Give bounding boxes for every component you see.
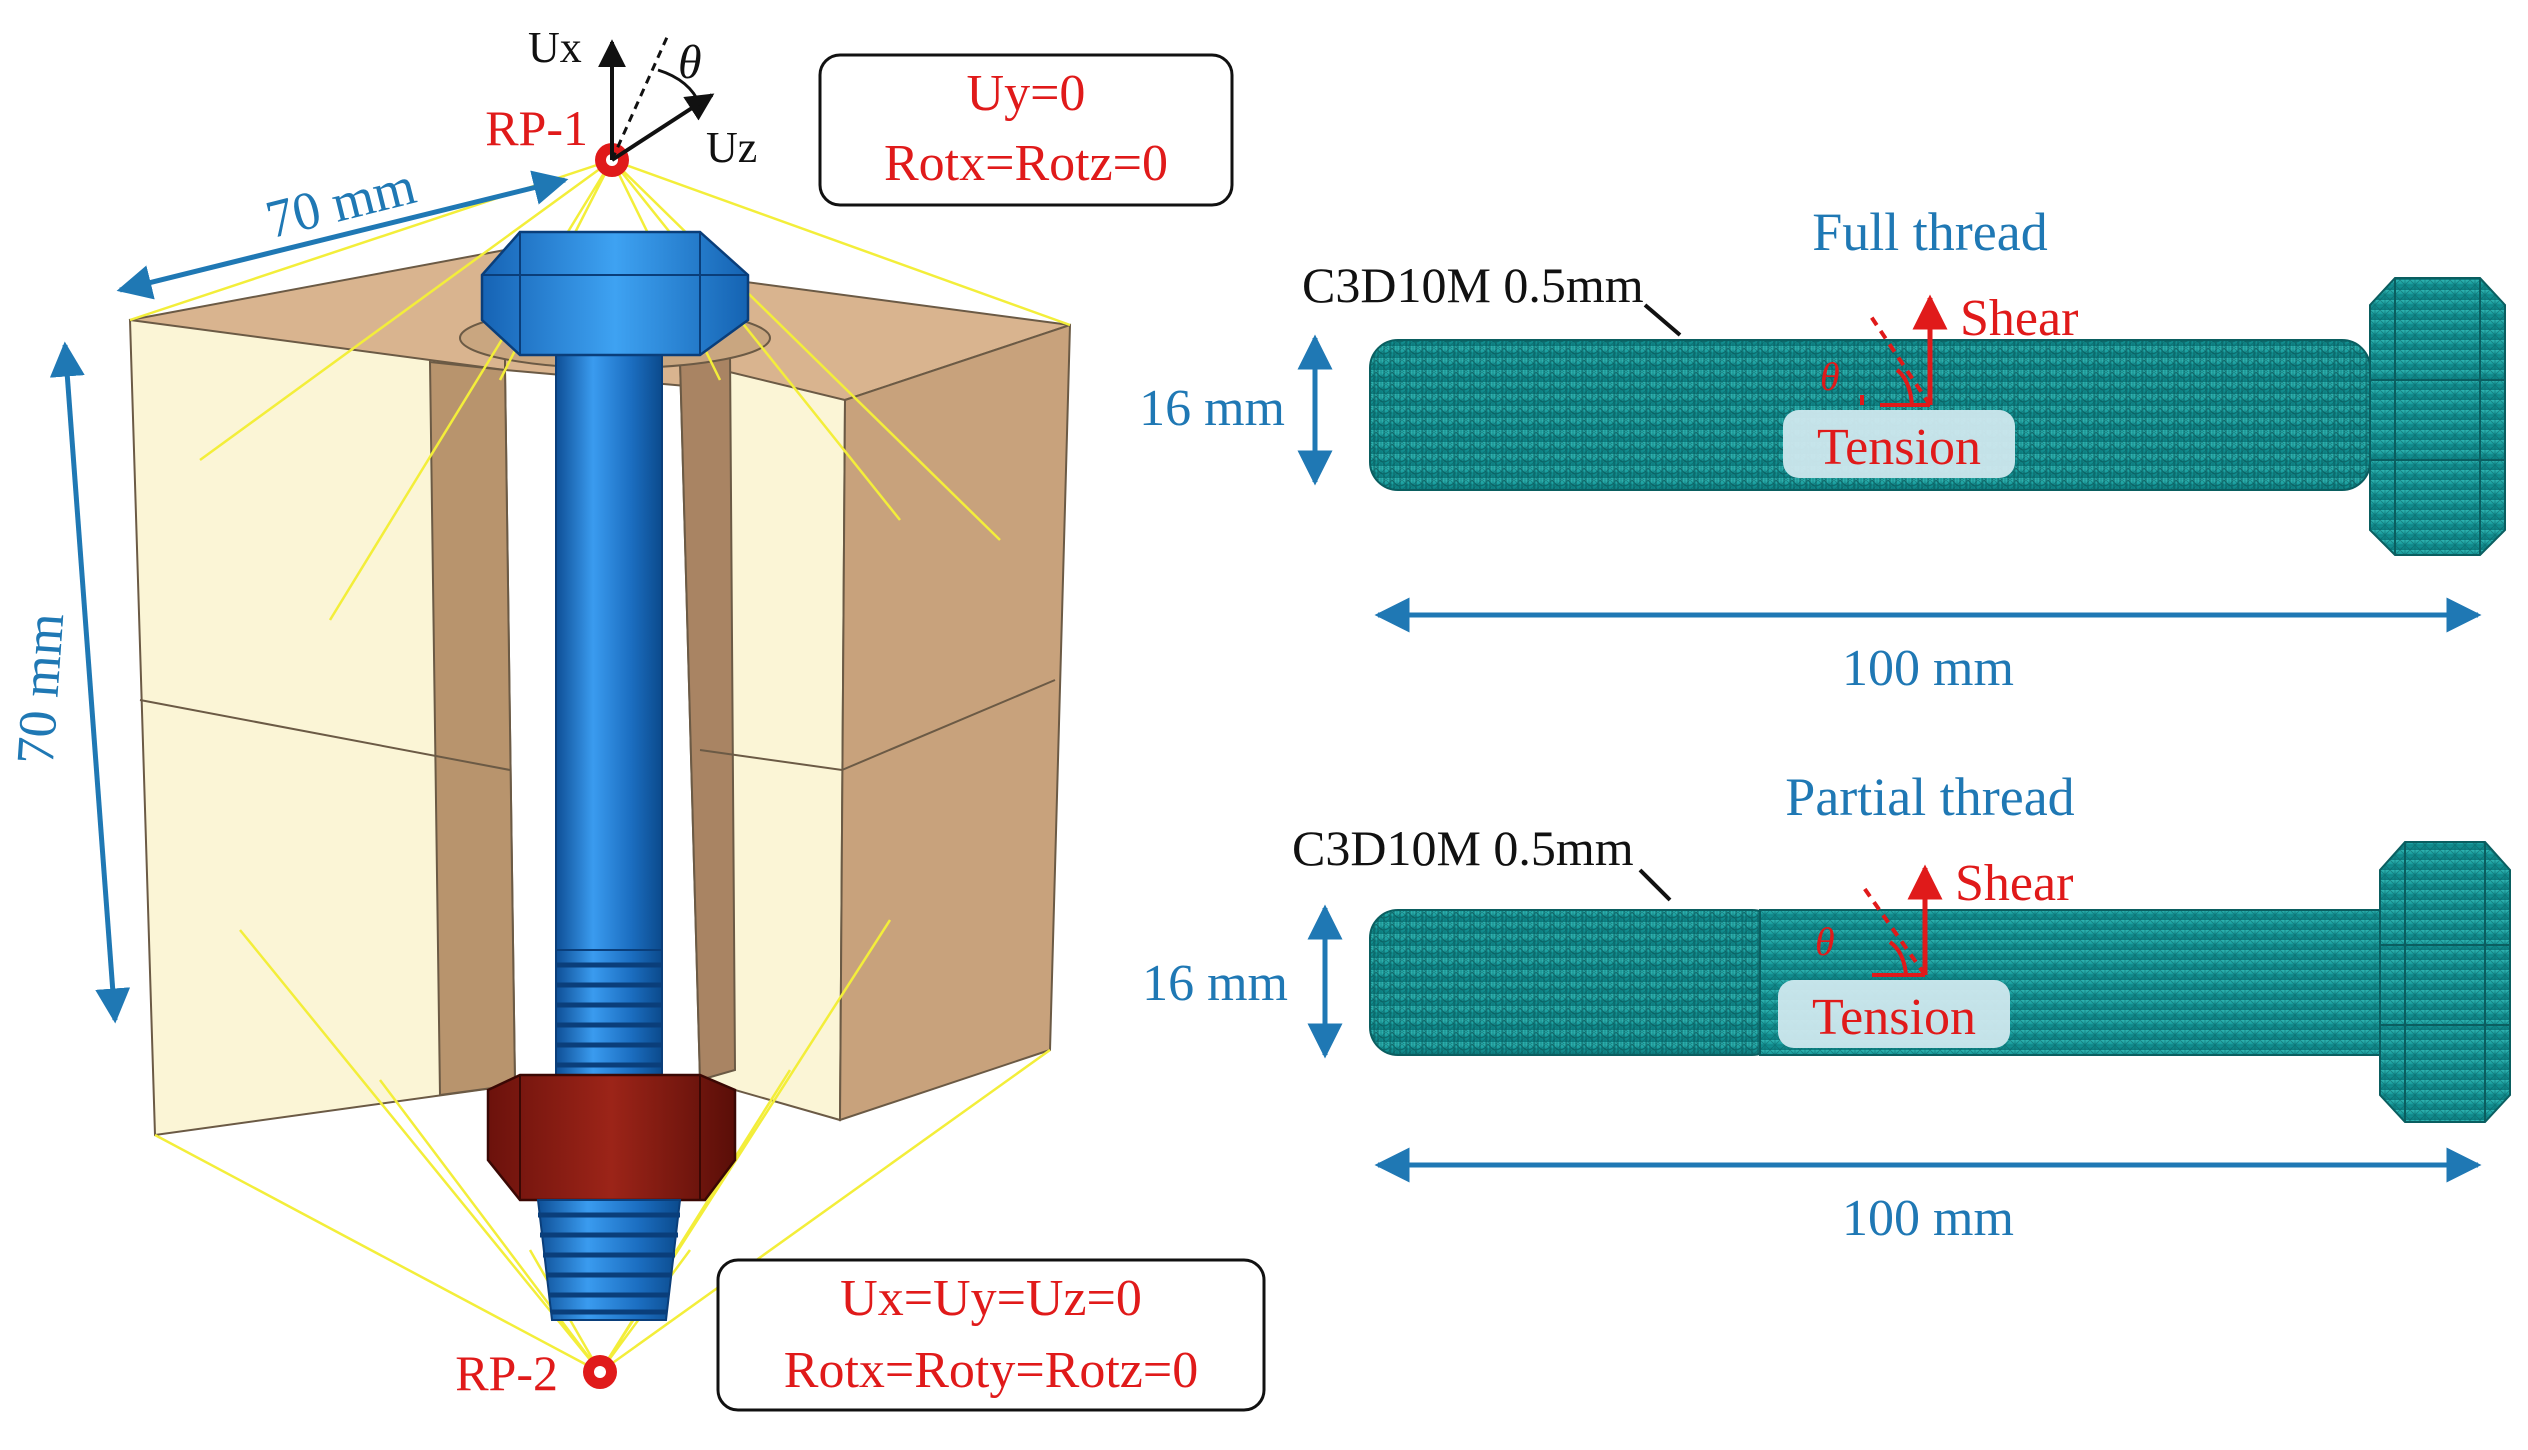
full-thread-mesh-leader bbox=[1643, 303, 1682, 337]
full-thread-tension-bg bbox=[1783, 410, 2015, 478]
full-thread-shear-label: Shear bbox=[1960, 290, 2078, 347]
full-thread-title: Full thread bbox=[1812, 202, 2047, 262]
partial-thread-shear-label: Shear bbox=[1955, 855, 2073, 912]
theta-dashed-line bbox=[610, 34, 670, 161]
partial-thread-mesh-leader bbox=[1638, 868, 1672, 902]
full-thread-load-glyph bbox=[1860, 294, 1948, 407]
full-thread-tension-label: Tension bbox=[1817, 419, 1981, 476]
bc-bottom-line1: Ux=Uy=Uz=0 bbox=[840, 1270, 1142, 1327]
bolt-head bbox=[480, 230, 750, 357]
plate-split-line bbox=[139, 679, 1056, 772]
partial-thread-mesh-label: C3D10M 0.5mm bbox=[1292, 820, 1634, 876]
dim-height-arrow bbox=[49, 341, 131, 1024]
rp2-reference-point bbox=[583, 1355, 617, 1389]
ux-label: Ux bbox=[528, 23, 582, 72]
partial-thread-head bbox=[2379, 841, 2511, 1123]
bolt-thread-upper bbox=[555, 949, 663, 1081]
bc-top-line1: Uy=0 bbox=[967, 65, 1086, 122]
rp1-axes bbox=[598, 34, 715, 162]
bc-box-bottom: Ux=Uy=Uz=0 Rotx=Roty=Rotz=0 bbox=[716, 1258, 1266, 1412]
nut bbox=[486, 1073, 737, 1202]
bolt bbox=[480, 230, 750, 1321]
dim-height-label: 70 mm bbox=[5, 611, 75, 766]
full-thread-head bbox=[2369, 277, 2506, 556]
uz-label: Uz bbox=[706, 123, 757, 172]
theta-arc bbox=[657, 68, 702, 106]
partial-thread-tension-label: Tension bbox=[1812, 989, 1976, 1046]
full-thread-length-label: 100 mm bbox=[1842, 640, 2014, 697]
full-thread-diameter-label: 16 mm bbox=[1139, 380, 1285, 437]
dim-width-arrow bbox=[116, 170, 569, 300]
uz-axis-arrow bbox=[610, 93, 715, 162]
partial-thread-threaded-section bbox=[1369, 909, 1781, 1056]
full-thread-theta: θ bbox=[1820, 354, 1840, 399]
theta-label: θ bbox=[678, 36, 702, 89]
bc-top-line2: Rotx=Rotz=0 bbox=[884, 135, 1168, 192]
partial-thread-load-glyph bbox=[1860, 864, 1943, 977]
partial-thread-length-label: 100 mm bbox=[1842, 1190, 2014, 1247]
rp1-label: RP-1 bbox=[485, 100, 588, 156]
block-slot-wall-left bbox=[428, 360, 517, 1097]
bolt-shank bbox=[555, 329, 663, 951]
clamp-block-assembly bbox=[128, 248, 1072, 1137]
partial-thread-tension-bg bbox=[1778, 980, 2010, 1048]
partial-thread-title: Partial thread bbox=[1785, 767, 2074, 827]
full-thread-mesh-label: C3D10M 0.5mm bbox=[1302, 257, 1644, 313]
partial-thread-bolt bbox=[1369, 841, 2511, 1123]
bolt-thread-lower bbox=[536, 1199, 682, 1321]
partial-thread-diameter-label: 16 mm bbox=[1142, 955, 1288, 1012]
bc-bottom-line2: Rotx=Roty=Rotz=0 bbox=[784, 1342, 1198, 1399]
partial-thread-theta: θ bbox=[1815, 919, 1835, 964]
bc-box-top: Uy=0 Rotx=Rotz=0 bbox=[818, 53, 1234, 207]
rp2-label: RP-2 bbox=[455, 1345, 558, 1401]
block-slot-wall-right bbox=[678, 350, 737, 1082]
